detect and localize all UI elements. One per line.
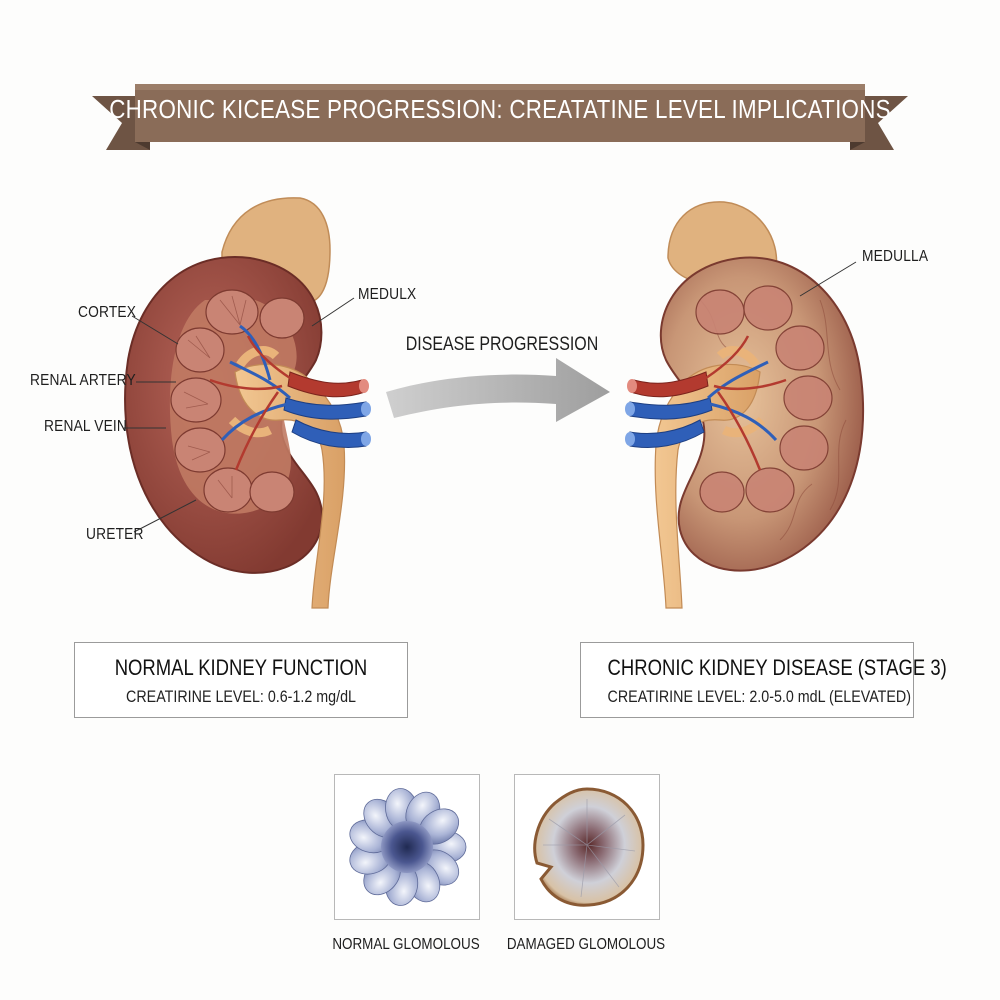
renal-artery-label: RENAL ARTERY [30,372,136,389]
progression-arrow [386,358,610,422]
medulla-label-left: MEDULX [358,286,417,303]
normal-creatinine-level: CREATIRINE LEVEL: 0.6-1.2 mg/dL [126,687,356,706]
normal-glomerulus-caption: NORMAL GLOMOLOUS [332,936,480,953]
normal-function-title: NORMAL KIDNEY FUNCTION [114,655,368,680]
damaged-kidney-diagram [625,201,865,609]
normal-function-box: NORMAL KIDNEY FUNCTION CREATIRINE LEVEL:… [74,642,408,718]
damaged-glomerulus-caption: DAMAGED GLOMOLOUS [506,936,666,953]
medulla-label-right: MEDULLA [862,248,929,265]
page-title: CHRONIC KICEASE PROGRESSION: CREATATINE … [109,93,891,124]
title-banner [92,84,908,150]
cortex-label: CORTEX [78,304,137,321]
normal-glomerulus-image [349,788,467,906]
normal-glomerulus-panel [334,774,480,920]
renal-vein-label: RENAL VEIN [44,418,128,435]
damaged-glomerulus-image [533,787,645,907]
ckd-creatinine-level: CREATIRINE LEVEL: 2.0-5.0 mdL (ELEVATED) [607,687,911,706]
ureter-label: URETER [86,526,144,543]
ckd-title: CHRONIC KIDNEY DISEASE (STAGE 3) [607,655,947,680]
ckd-box: CHRONIC KIDNEY DISEASE (STAGE 3) CREATIR… [580,642,947,718]
healthy-kidney-diagram [124,197,371,609]
progression-label: DISEASE PROGRESSION [405,334,599,355]
damaged-glomerulus-panel [514,774,660,920]
